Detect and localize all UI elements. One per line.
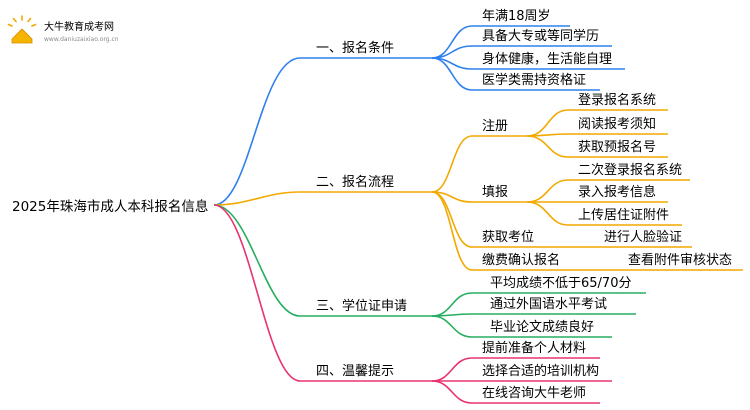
connector-b3-c1: [431, 292, 473, 317]
root-topic: 2025年珠海市成人本科报名信息: [12, 198, 208, 215]
step-fill: 填报: [482, 185, 508, 200]
branch-process: [213, 109, 743, 271]
connector-b2-seat: [431, 191, 473, 248]
connector-b3-c3: [431, 315, 473, 338]
branch-conditions: [213, 25, 625, 206]
step-get-seat: 获取考位: [482, 230, 534, 245]
leaf-login-system: 登录报名系统: [578, 92, 656, 108]
step-pay-confirm: 缴费确认报名: [482, 252, 560, 268]
connector-b4-c3: [431, 380, 473, 404]
leaf-age: 年满18周岁: [482, 9, 551, 24]
step-register: 注册: [482, 119, 508, 134]
leaf-enter-info: 录入报考信息: [578, 184, 656, 200]
branch-degree: [213, 204, 646, 338]
leaf-prepare-materials: 提前准备个人材料: [482, 340, 586, 356]
watermark-logo: 大牛教育成考网 www.daniuzaixiao.org.cn: [7, 15, 119, 44]
leaf-medical-cert: 医学类需持资格证: [482, 72, 586, 88]
branch-tips: [213, 204, 612, 404]
leaf-get-prereg-no: 获取预报名号: [578, 139, 656, 155]
branch-label-conditions: 一、报名条件: [316, 40, 394, 56]
watermark-title: 大牛教育成考网: [44, 20, 114, 33]
leaf-education: 具备大专或等同学历: [482, 28, 599, 44]
connector-b1-c1: [431, 25, 473, 59]
connector-b2-pay: [431, 191, 473, 271]
connector-b2-register: [431, 135, 473, 193]
leaf-health: 身体健康，生活能自理: [482, 51, 612, 67]
connector-root-b1: [213, 57, 301, 206]
leaf-face-verify: 进行人脸验证: [604, 229, 682, 245]
connector-root-b2: [213, 191, 301, 206]
connector-register-1: [526, 109, 569, 137]
leaf-thesis: 毕业论文成绩良好: [490, 319, 594, 335]
connector-fill-1: [526, 179, 569, 203]
branch-label-degree: 三、学位证申请: [316, 298, 407, 314]
connector-root-b4: [213, 204, 301, 382]
connector-b4-c1: [431, 357, 473, 382]
leaf-avg-score: 平均成绩不低于65/70分: [490, 276, 631, 291]
leaf-foreign-language: 通过外国语水平考试: [490, 297, 607, 312]
leaf-second-login: 二次登录报名系统: [578, 162, 682, 178]
connector-register-3: [526, 135, 569, 158]
sun-rays-icon: [7, 15, 37, 27]
watermark-url: www.daniuzaixiao.org.cn: [44, 36, 119, 43]
branch-label-tips: 四、温馨提示: [316, 363, 394, 379]
leaf-choose-institution: 选择合适的培训机构: [482, 363, 599, 379]
leaf-consult-teacher: 在线咨询大牛老师: [482, 386, 586, 401]
connector-root-b3: [213, 204, 301, 317]
leaf-check-review: 查看附件审核状态: [628, 252, 732, 268]
leaf-read-notice: 阅读报考须知: [578, 116, 656, 132]
leaf-upload-residence: 上传居住证附件: [578, 208, 669, 223]
branch-label-process: 二、报名流程: [316, 174, 394, 190]
open-book-icon: [11, 28, 33, 44]
connector-fill-3: [526, 201, 569, 226]
connector-b1-c4: [431, 57, 473, 91]
